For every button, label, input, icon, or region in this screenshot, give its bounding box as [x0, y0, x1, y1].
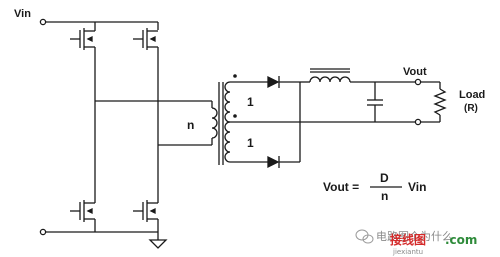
vin-terminal: [39, 18, 47, 26]
inductor-coil: [309, 76, 351, 83]
load-label: Load: [459, 89, 485, 101]
formula-rhs: Vin: [408, 180, 426, 194]
wires: [39, 18, 447, 249]
mosfet-left-bottom: [70, 200, 96, 232]
vout-label: Vout: [403, 66, 427, 78]
wechat-icon: [355, 229, 374, 244]
diode-bottom: [267, 155, 280, 169]
mosfet-right-top: [133, 28, 159, 52]
secondary-winding-bottom: [224, 121, 231, 163]
vout-terminal-positive: [414, 78, 422, 86]
formula-lhs: Vout =: [323, 180, 359, 194]
load-r-label: (R): [464, 103, 478, 114]
secondary-top-turns-label: 1: [247, 95, 254, 109]
secondary-winding-top: [224, 81, 231, 123]
watermark-site-sub: jiexiantu: [392, 248, 423, 256]
primary-turns-label: n: [187, 118, 194, 132]
vin-label: Vin: [14, 8, 31, 20]
secondary-bottom-turns-label: 1: [247, 136, 254, 150]
ground-icon: [148, 239, 168, 249]
watermark-wechat-text: 电路图个为什么: [376, 230, 453, 243]
diode-top: [267, 75, 280, 89]
primary-winding: [211, 107, 218, 139]
formula-denominator: n: [381, 189, 388, 203]
mosfet-left-top: [70, 28, 96, 52]
ground-terminal: [39, 228, 47, 236]
load-resistor: [433, 88, 447, 116]
mosfet-right-bottom: [133, 200, 159, 232]
output-capacitor: [367, 82, 383, 122]
polarity-dot-bottom: [233, 114, 237, 118]
watermark: 电路图个为什么 接线图 .com jiexiantu: [355, 229, 477, 256]
vout-terminal-negative: [414, 118, 422, 126]
watermark-site-domain: .com: [445, 233, 477, 247]
watermark-site-text: 接线图: [390, 232, 426, 247]
polarity-dot-top: [233, 74, 237, 78]
formula-numerator: D: [380, 171, 389, 185]
